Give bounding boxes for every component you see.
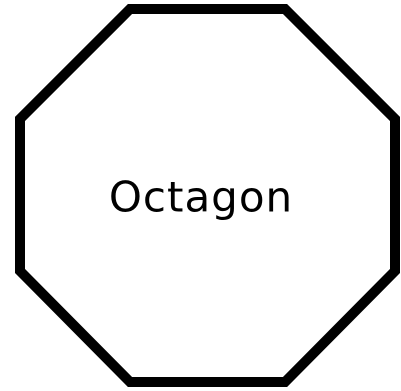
octagon-label: Octagon xyxy=(109,173,293,222)
octagon-shape xyxy=(15,4,400,387)
